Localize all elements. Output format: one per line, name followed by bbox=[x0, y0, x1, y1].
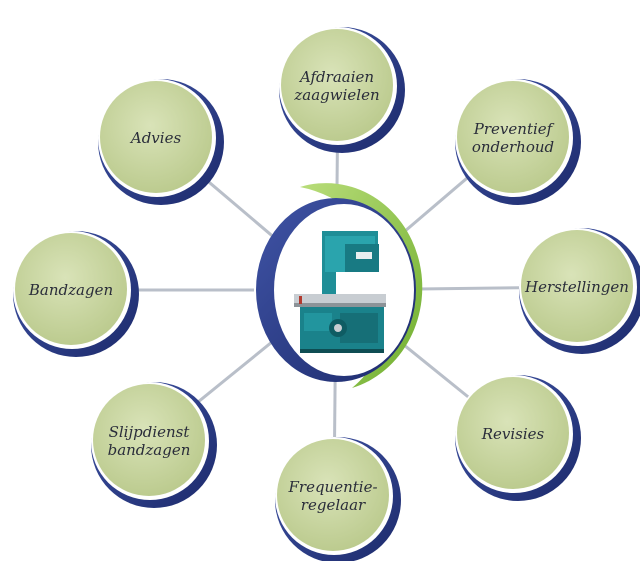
node-label: Advies bbox=[129, 129, 182, 147]
node-label-line: Advies bbox=[129, 129, 182, 147]
node-label-line: Bandzagen bbox=[28, 281, 113, 299]
node-fill bbox=[100, 81, 212, 193]
node-fill bbox=[277, 439, 389, 551]
node-label-line: onderhoud bbox=[472, 138, 554, 156]
node-label-line: Preventief bbox=[473, 120, 555, 138]
node-label-line: bandzagen bbox=[108, 441, 191, 459]
center-hub bbox=[256, 183, 423, 388]
connector-revisies bbox=[398, 340, 470, 399]
node-herstellingen: Herstellingen bbox=[519, 228, 640, 354]
node-label-line: Slijpdienst bbox=[109, 423, 191, 441]
node-frequentie: Frequentie-regelaar bbox=[275, 437, 401, 561]
node-label: Herstellingen bbox=[524, 278, 629, 296]
connector-herstellingen bbox=[417, 286, 520, 291]
connector-advies bbox=[201, 175, 275, 239]
node-fill bbox=[457, 81, 569, 193]
node-label: Revisies bbox=[481, 425, 545, 443]
connectors bbox=[131, 144, 520, 438]
node-label: Frequentie-regelaar bbox=[287, 478, 377, 514]
node-advies: Advies bbox=[98, 79, 224, 205]
connector-slijpdienst bbox=[194, 340, 274, 405]
node-revisies: Revisies bbox=[455, 375, 581, 501]
node-fill bbox=[93, 384, 205, 496]
connector-preventief bbox=[397, 175, 471, 238]
node-fill bbox=[521, 230, 633, 342]
connector-frequentie bbox=[333, 371, 337, 438]
bandsaw-machine-image bbox=[294, 231, 386, 353]
node-fill bbox=[15, 233, 127, 345]
node-bandzagen: Bandzagen bbox=[13, 231, 139, 357]
node-label-line: Revisies bbox=[481, 425, 545, 443]
node-label-line: regelaar bbox=[301, 496, 366, 514]
node-label-line: Herstellingen bbox=[524, 278, 629, 296]
node-label-line: zaagwielen bbox=[293, 86, 379, 104]
node-label: Bandzagen bbox=[28, 281, 113, 299]
node-label-line: Afdraaien bbox=[298, 68, 374, 86]
node-label-line: Frequentie- bbox=[287, 478, 377, 496]
node-fill bbox=[281, 29, 393, 141]
node-fill bbox=[457, 377, 569, 489]
